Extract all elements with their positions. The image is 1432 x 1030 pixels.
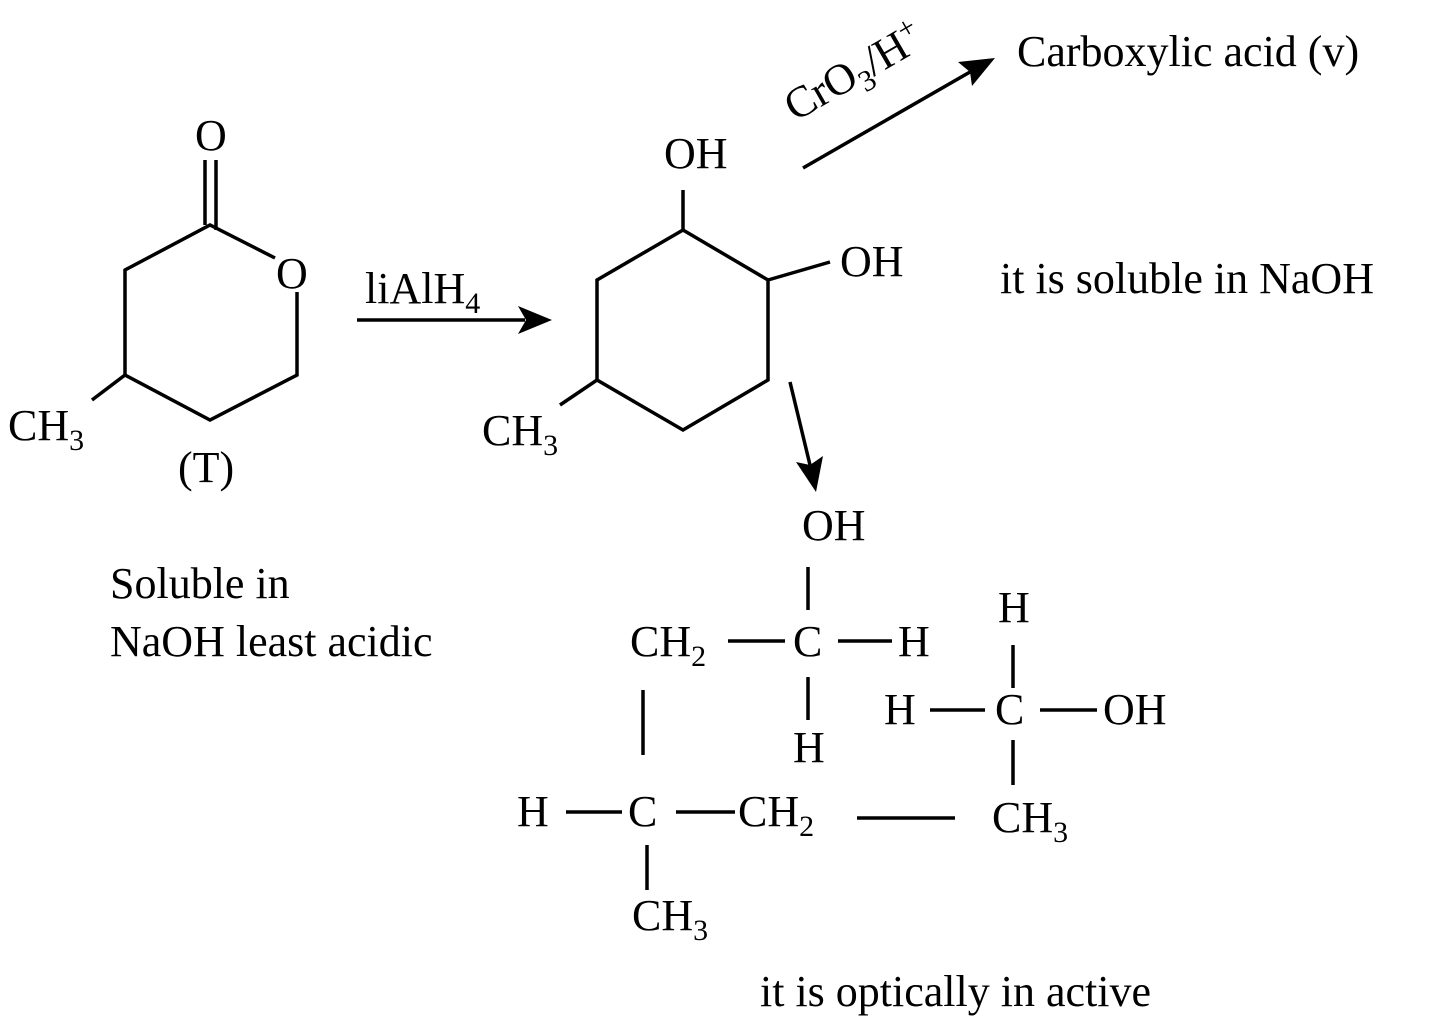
arrow-head: [958, 58, 995, 86]
arrow-head: [518, 306, 552, 334]
oc-note: it is optically in active: [760, 967, 1151, 1016]
oc-r-oh: OH: [1103, 685, 1167, 734]
reaction-arrow-2: CrO3/H+ Carboxylic acid (v) it is solubl…: [774, 10, 1374, 303]
oc-h-right: H: [898, 617, 930, 666]
reactant-label: (T): [178, 443, 234, 492]
lactone-ring: [123, 223, 299, 422]
diol-oh-top: OH: [664, 129, 728, 178]
cyclohexane-ring: [595, 227, 770, 433]
oh-right-bond: [767, 260, 831, 282]
oc-c-mid: C: [628, 787, 657, 836]
product-v: Carboxylic acid (v): [1017, 27, 1359, 76]
reagent-cro3: CrO3/H+: [774, 10, 935, 137]
oc-r-c: C: [995, 685, 1024, 734]
reactant-note-1: Soluble in: [110, 559, 290, 608]
diol-methyl: CH3: [482, 406, 558, 462]
oc-h-below: H: [793, 723, 825, 772]
ring-oxygen: O: [276, 249, 308, 298]
oc-ch2-mid: CH2: [738, 787, 814, 843]
reaction-arrow-1: liAlH4: [357, 264, 552, 334]
arrow-head: [796, 456, 823, 492]
reactant-methyl: CH3: [8, 401, 84, 457]
oc-oh: OH: [802, 501, 866, 550]
lactone-structure: O O CH3 (T) Soluble in NaOH least acidic: [8, 111, 433, 666]
reaction-arrow-3: [788, 381, 823, 492]
diol-methyl-bond: [559, 378, 598, 407]
oc-ch3-bottom: CH3: [632, 891, 708, 947]
methyl-bond: [90, 373, 127, 402]
reagent-lialh4: liAlH4: [365, 264, 480, 320]
oc-h-left: H: [517, 787, 549, 836]
diol-oh-right: OH: [840, 237, 904, 286]
oc-r-h-top: H: [998, 583, 1030, 632]
diol-structure: OH OH CH3: [482, 129, 904, 462]
product-v-note: it is soluble in NaOH: [1000, 254, 1374, 303]
arrow-shaft: [802, 70, 971, 170]
reactant-note-2: NaOH least acidic: [110, 617, 433, 666]
oc-r-h-left: H: [884, 685, 916, 734]
arrow-shaft: [788, 381, 812, 466]
carbonyl-oxygen: O: [195, 111, 227, 160]
oc-ch2-top: CH2: [630, 617, 706, 673]
oc-r-ch3: CH3: [992, 793, 1068, 849]
open-chain-structure: OH CH2 C H H H C CH2 CH3 H H C OH CH3 it…: [517, 501, 1167, 1016]
oc-c-top: C: [793, 617, 822, 666]
